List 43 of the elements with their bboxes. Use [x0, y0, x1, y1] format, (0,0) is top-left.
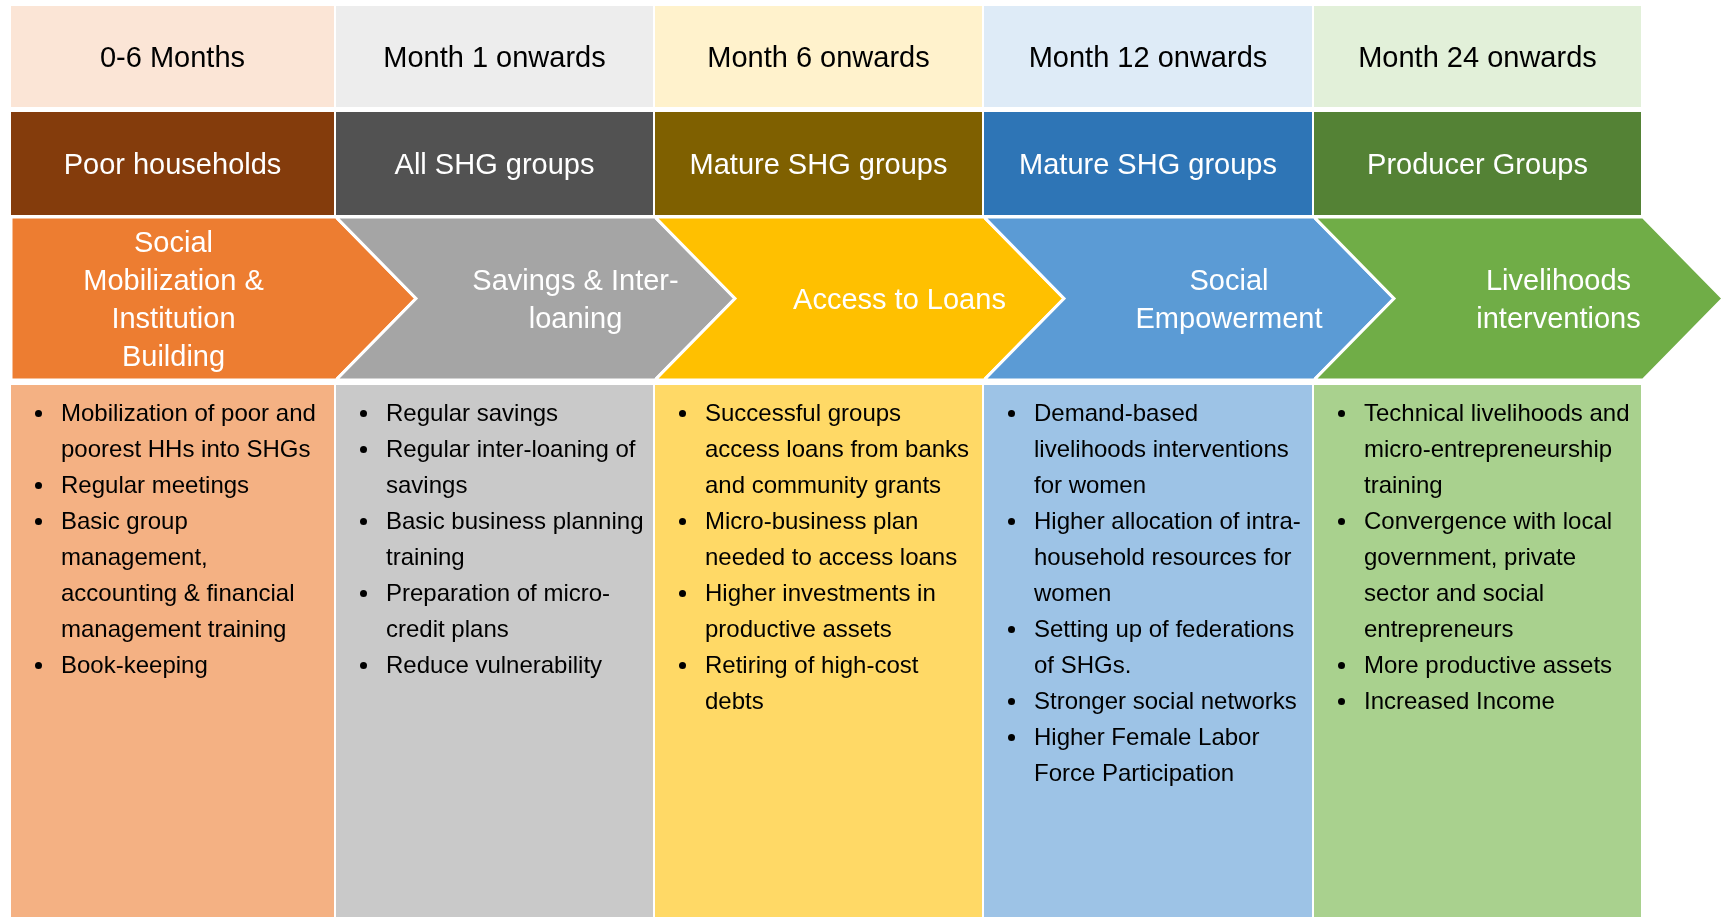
target-group-box: Mature SHG groups	[655, 112, 982, 215]
time-period-box: Month 6 onwards	[655, 6, 982, 107]
step-banner	[336, 217, 735, 380]
activity-list-panel	[11, 385, 334, 917]
bullet-item: Increased Income	[1364, 687, 1555, 714]
target-group-box: Poor households	[11, 112, 334, 215]
activity-list-panel	[655, 385, 982, 917]
bullet-item: Technical livelihoods and micro-entrepreneurship training	[1364, 399, 1630, 498]
time-period-box: Month 1 onwards	[336, 6, 653, 107]
time-period-box: Month 24 onwards	[1314, 6, 1641, 107]
bullet-item: Higher allocation of intra-household resources for women	[1034, 507, 1301, 606]
bullet-item: Mobilization of poor and poorest HHs into SHGs	[61, 399, 316, 462]
bullet-item: Retiring of high-cost debts	[705, 651, 919, 714]
bullet-item: Regular savings	[386, 399, 559, 426]
bullet-item: Convergence with local government, private sector and social entrepreneurs	[1364, 507, 1613, 642]
step-title: Social Empowerment	[1134, 262, 1324, 336]
step-title: Savings & Inter-loaning	[471, 262, 680, 336]
bullet-item: More productive assets	[1364, 651, 1613, 678]
bullet-item: Preparation of micro-credit plans	[386, 579, 611, 642]
target-group-box: All SHG groups	[336, 112, 653, 215]
activity-list-panel	[1314, 385, 1641, 917]
bullet-item: Setting up of federations of SHGs.	[1034, 615, 1295, 678]
step-title: Livelihoods interventions	[1475, 262, 1642, 336]
bullet-item: Higher Female Labor Force Participation	[1034, 723, 1260, 786]
bullet-item: Higher investments in productive assets	[705, 579, 936, 642]
bullet-item: Reduce vulnerability	[386, 651, 603, 678]
time-period-box: Month 12 onwards	[984, 6, 1312, 107]
time-period-box: 0-6 Months	[11, 6, 334, 107]
bullet-item: Demand-based livelihoods interventions for women	[1034, 399, 1289, 498]
target-group-box: Producer Groups	[1314, 112, 1641, 215]
bullet-item: Regular meetings	[61, 471, 250, 498]
step-title: Access to Loans	[792, 281, 1007, 317]
activity-list-panel	[984, 385, 1312, 917]
bullet-item: Stronger social networks	[1034, 687, 1297, 714]
bullet-item: Book-keeping	[61, 651, 208, 678]
bullet-item: Basic business planning training	[386, 507, 644, 570]
activity-list-panel	[336, 385, 653, 917]
bullet-item: Basic group management, accounting & financial management training	[61, 507, 295, 642]
target-group-box: Mature SHG groups	[984, 112, 1312, 215]
step-title: Social Mobilization & Institution Building	[82, 224, 265, 374]
bullet-item: Successful groups access loans from banks and community grants	[705, 399, 970, 498]
bullet-item: Regular inter-loaning of savings	[386, 435, 636, 498]
bullet-item: Micro-business plan needed to access loans	[705, 507, 958, 570]
